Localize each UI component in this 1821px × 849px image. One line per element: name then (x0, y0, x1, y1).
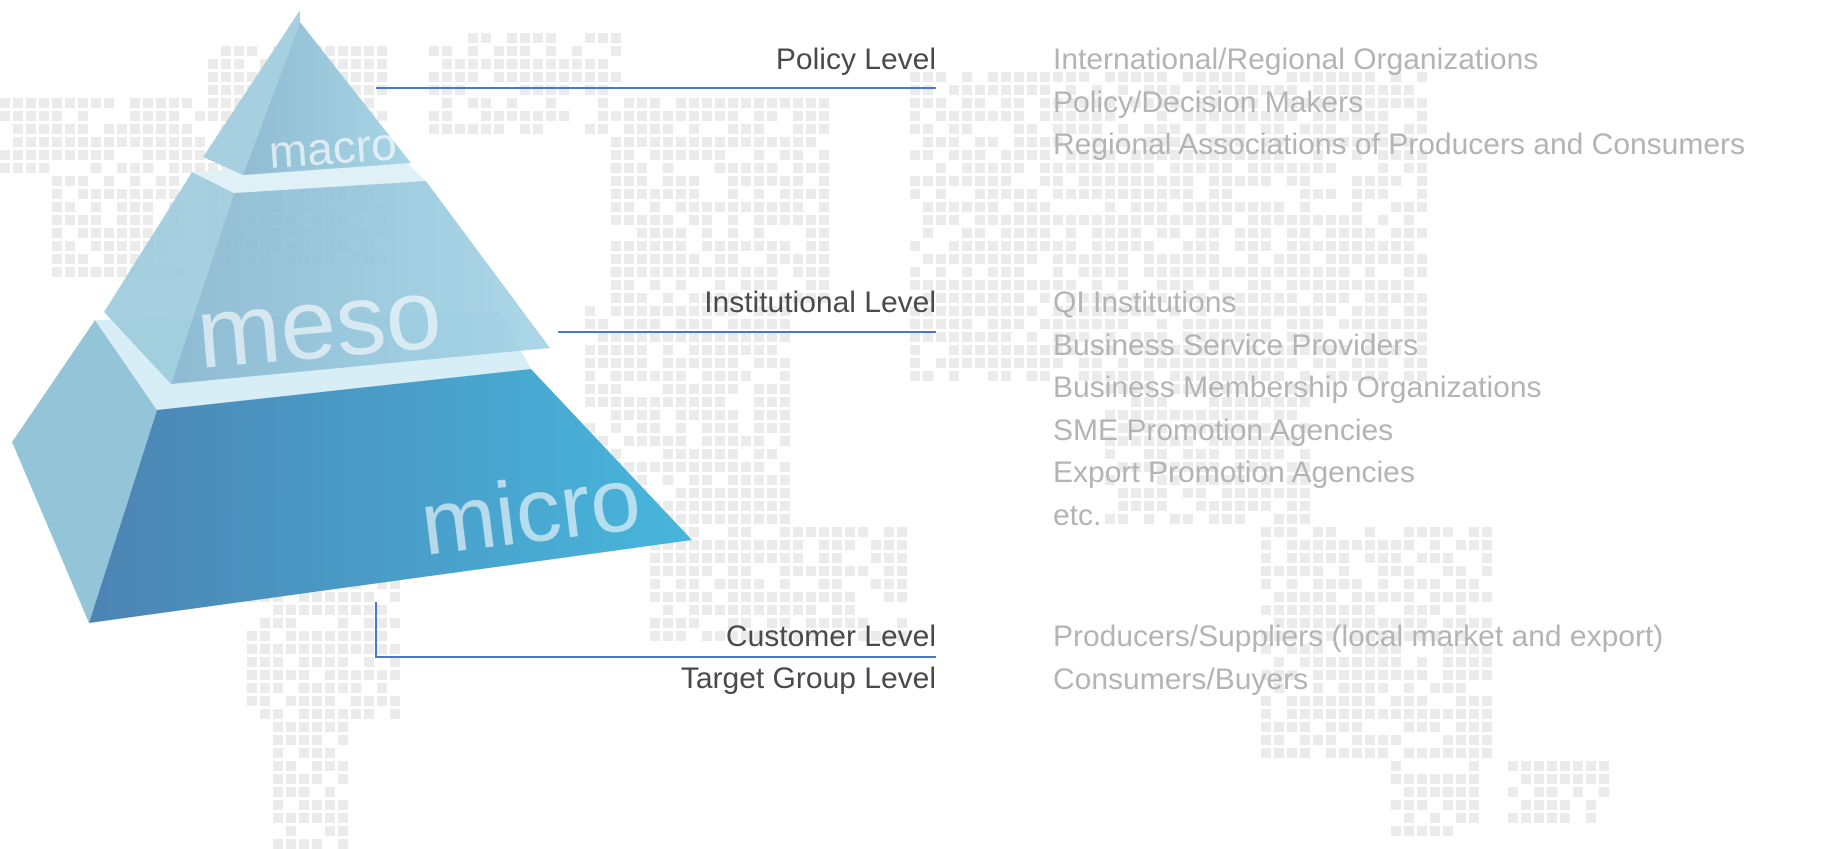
list-item: SME Promotion Agencies (1053, 413, 1394, 447)
target-group-level-label: Target Group Level (680, 662, 936, 695)
customer-level-label: Customer Level (725, 620, 936, 653)
list-item: Business Membership Organizations (1053, 371, 1542, 404)
policy-level-label: Policy Level (775, 43, 936, 76)
pyramid-tier-label-meso: meso (192, 257, 445, 390)
pyramid-tier-meso: meso (104, 160, 550, 390)
institutional-level-label: Institutional Level (704, 286, 936, 319)
connector-line-customer (375, 656, 936, 658)
institutional-level-items: QI Institutions Business Service Provide… (1053, 282, 1793, 537)
list-item: Export Promotion Agencies (1053, 456, 1415, 489)
policy-level-items: International/Regional Organizations Pol… (1053, 39, 1793, 167)
list-item: QI Institutions (1053, 286, 1237, 319)
pyramid-tier-micro: micro (12, 312, 692, 623)
connector-line-institutional (558, 331, 936, 333)
list-item: Regional Associations of Producers and C… (1053, 128, 1746, 161)
pyramid-diagram: micro meso macro (12, 10, 692, 623)
customer-level-items: Producers/Suppliers (local market and ex… (1053, 616, 1793, 701)
list-item: Producers/Suppliers (local market and ex… (1053, 620, 1664, 653)
list-item: etc. (1053, 498, 1102, 532)
pyramid-tier-label-macro: macro (267, 117, 398, 178)
pyramid-tier-macro: macro (203, 10, 411, 178)
connector-line-policy (376, 87, 936, 89)
list-item: Consumers/Buyers (1053, 662, 1309, 696)
list-item: Business Service Providers (1053, 328, 1419, 362)
connector-line-customer-vertical (375, 602, 377, 658)
list-item: International/Regional Organizations (1053, 43, 1539, 76)
list-item: Policy/Decision Makers (1053, 85, 1364, 119)
